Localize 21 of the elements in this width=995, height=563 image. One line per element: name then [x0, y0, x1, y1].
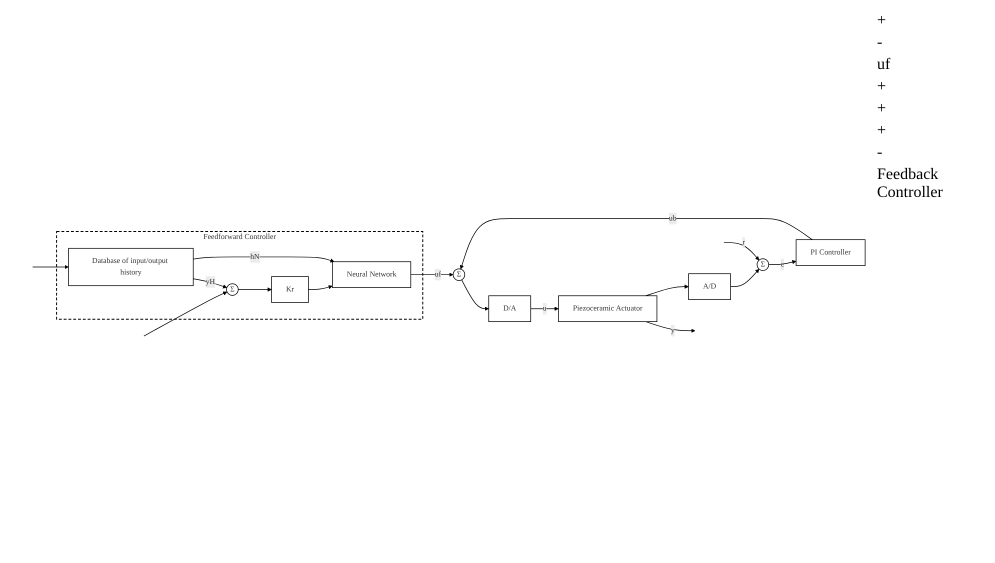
arrow — [730, 268, 760, 287]
arrow — [646, 284, 689, 296]
sign-label: + — [877, 12, 888, 30]
arrow — [461, 279, 489, 311]
sign-label: + — [877, 122, 888, 140]
arrow — [192, 278, 228, 288]
arrow — [410, 272, 454, 277]
arrow — [646, 321, 696, 333]
sign-label: uf — [877, 56, 892, 74]
sign-label: - — [877, 144, 884, 162]
arrow — [192, 256, 334, 262]
sign-label: - — [877, 34, 884, 52]
sign-label: + — [877, 78, 888, 96]
arrow — [238, 287, 272, 292]
arrow — [32, 264, 69, 269]
arrow — [460, 218, 813, 270]
sign-label: + — [877, 100, 888, 118]
arrow — [308, 284, 333, 290]
sign-label: Feedback Controller — [877, 166, 944, 202]
arrow — [144, 291, 228, 336]
arrow — [724, 242, 760, 260]
